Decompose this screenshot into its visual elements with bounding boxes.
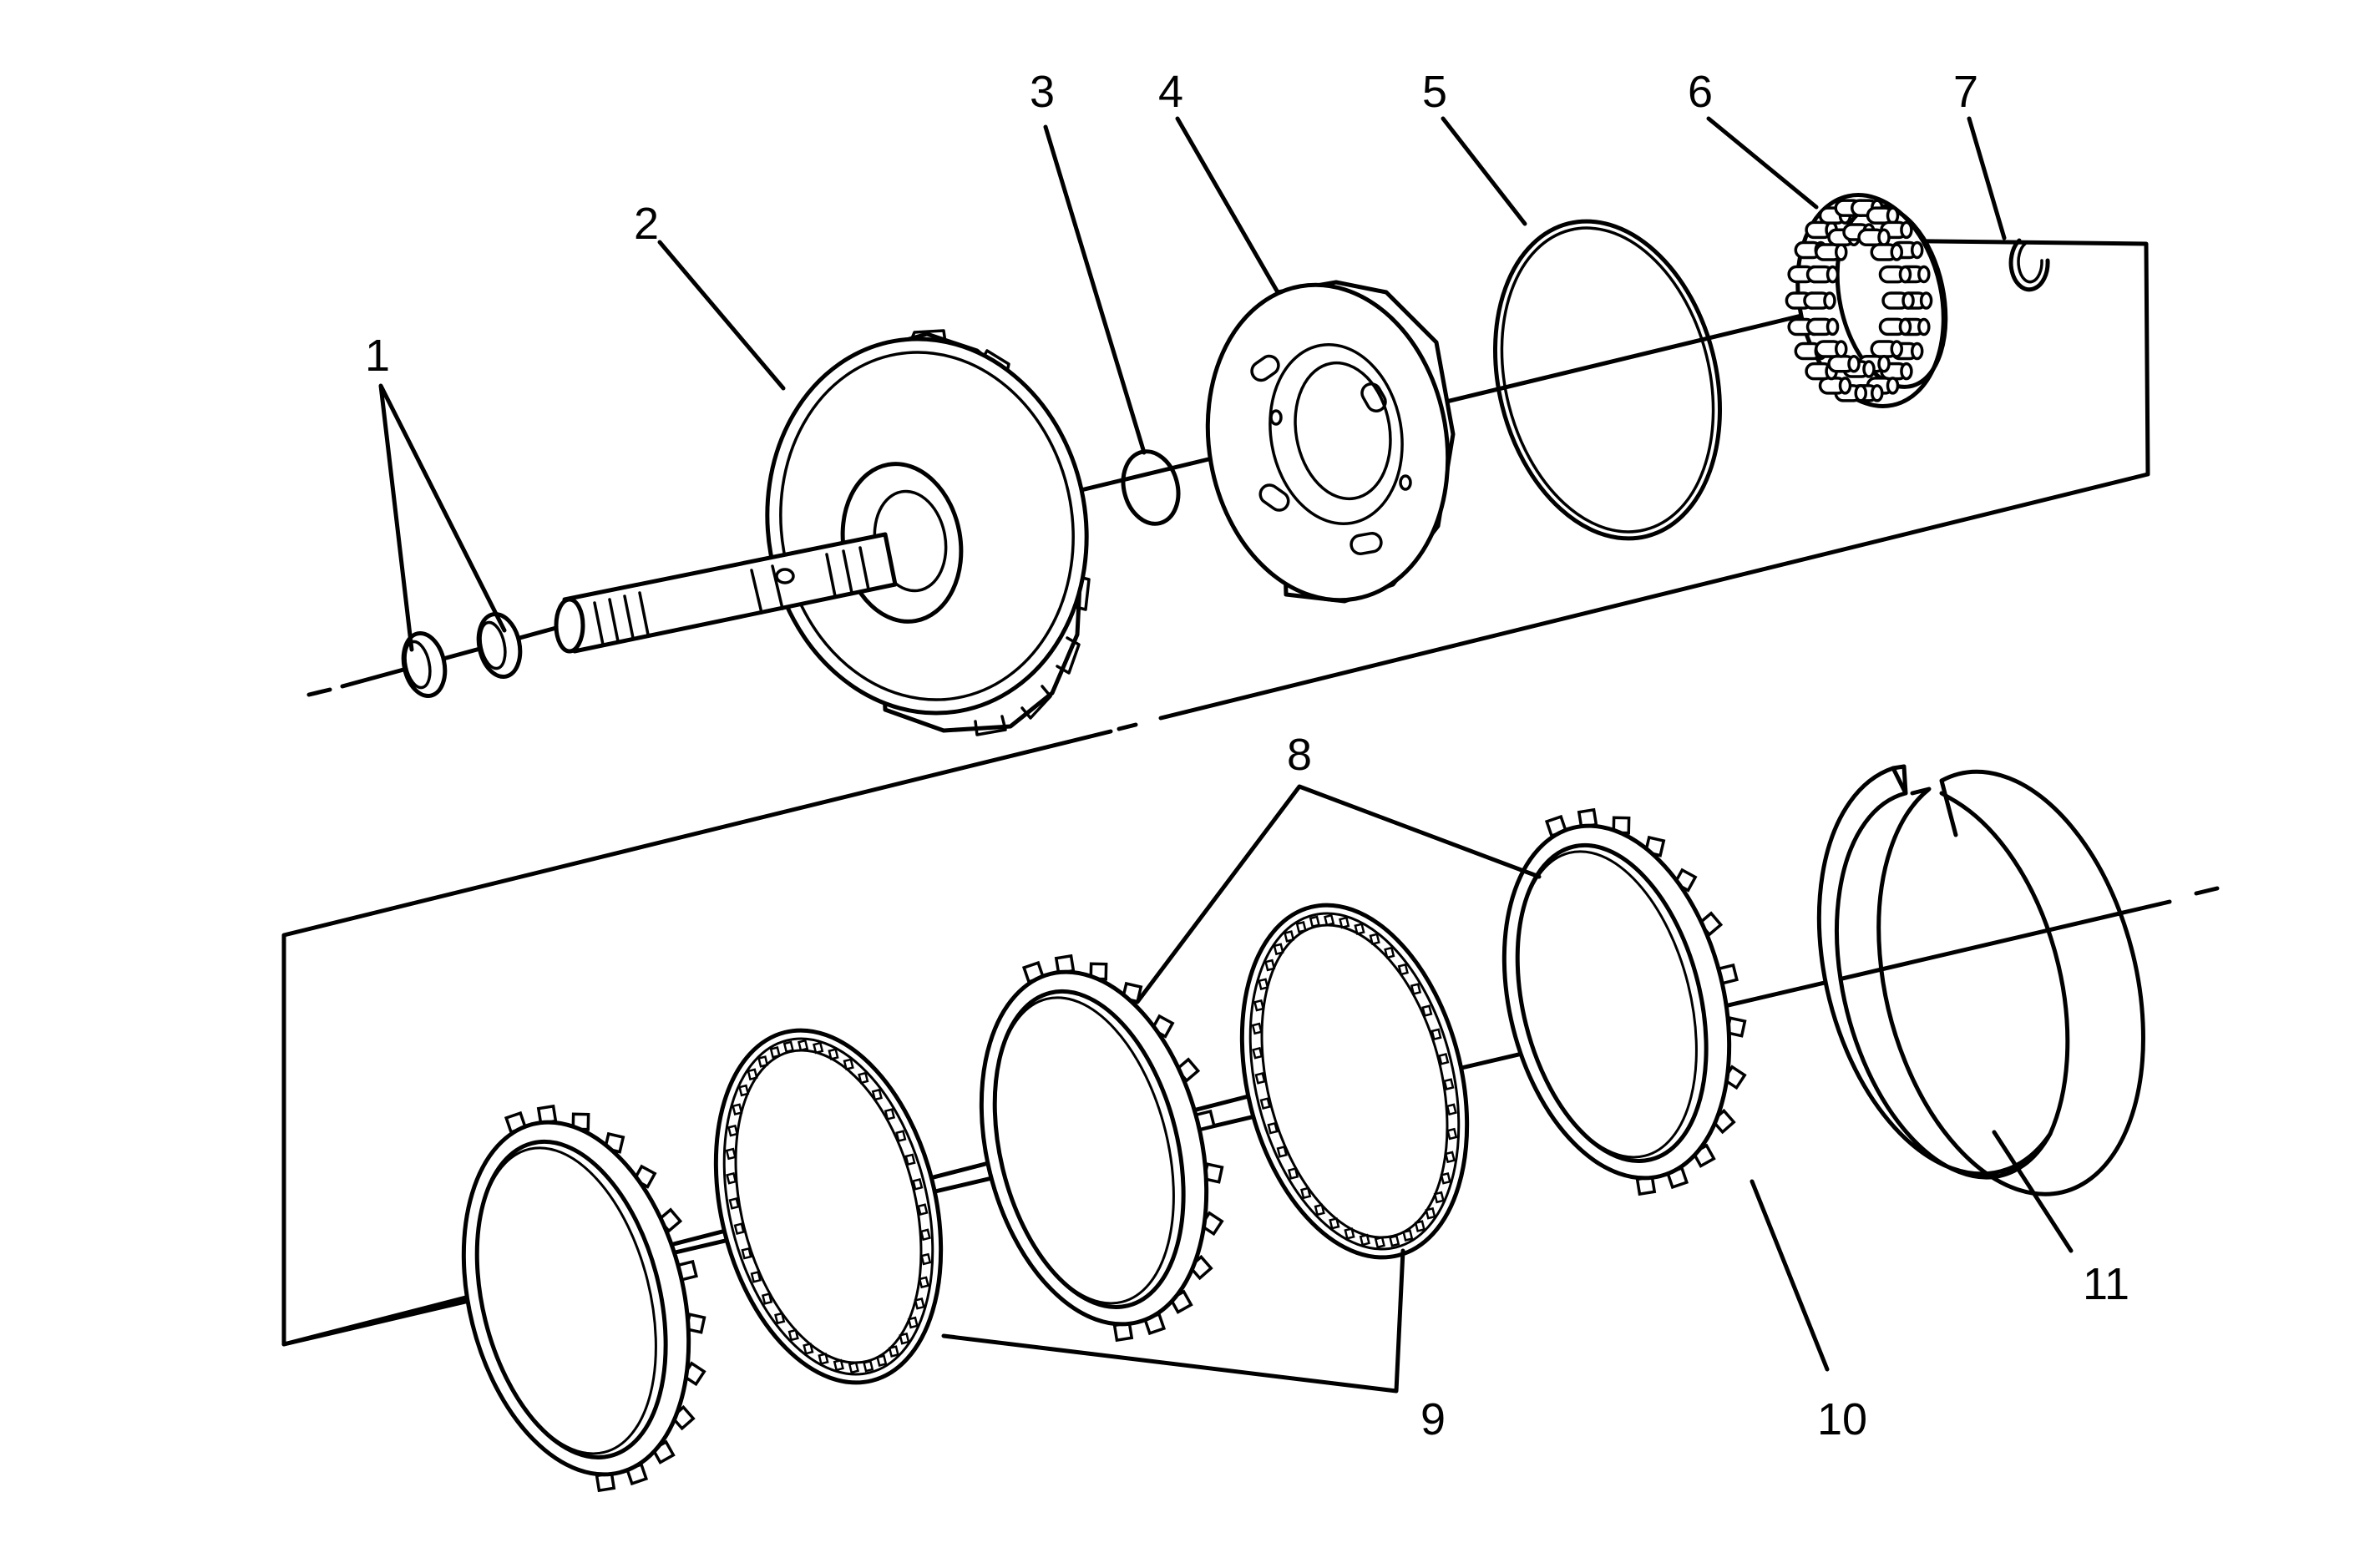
return-spring — [1827, 355, 1861, 373]
part-6-spring-assembly — [1785, 193, 1948, 408]
return-spring — [1818, 377, 1852, 395]
callout-8: 8 — [1287, 730, 1312, 780]
return-spring — [1803, 291, 1836, 310]
leader-lines — [378, 116, 2074, 1394]
part-2-drum-shaft — [554, 329, 1091, 736]
return-spring — [1870, 340, 1904, 358]
return-spring — [1866, 206, 1900, 225]
part-3-seal-ring — [1121, 449, 1181, 526]
part-11-snap-ring — [1816, 764, 2145, 1196]
return-spring — [1881, 291, 1915, 310]
callout-5: 5 — [1422, 67, 1447, 117]
steel-plate — [979, 954, 1224, 1343]
callout-1: 1 — [365, 331, 390, 381]
return-spring — [1805, 265, 1840, 284]
callout-7: 7 — [1953, 67, 1978, 117]
callout-3: 3 — [1030, 67, 1055, 117]
steel-plate — [1501, 807, 1747, 1196]
friction-plate — [1239, 903, 1470, 1260]
part-1-rings — [401, 611, 523, 699]
return-spring — [1870, 243, 1904, 261]
callout-6: 6 — [1688, 67, 1713, 117]
callout-11: 11 — [2083, 1259, 2129, 1309]
callout-labels: 1 2 3 4 5 6 7 8 9 10 11 — [365, 67, 2129, 1444]
callout-2: 2 — [634, 199, 659, 249]
part-5-seal — [1492, 219, 1723, 541]
callout-4: 4 — [1158, 67, 1183, 117]
callout-9: 9 — [1420, 1394, 1446, 1444]
callout-10: 10 — [1817, 1394, 1867, 1444]
clutch-plates — [461, 807, 1747, 1493]
upper-assembly-axis — [306, 296, 1873, 697]
return-spring — [1857, 228, 1891, 246]
return-spring — [1814, 243, 1848, 261]
part-4-piston — [1205, 280, 1456, 604]
return-springs — [1785, 199, 1933, 402]
steel-plate — [461, 1104, 706, 1493]
part-7-snap-ring — [2008, 238, 2050, 292]
return-spring — [1878, 317, 1912, 336]
friction-plate — [713, 1028, 944, 1385]
return-spring — [1814, 340, 1848, 358]
return-spring — [1805, 317, 1840, 336]
return-spring — [1878, 265, 1912, 284]
